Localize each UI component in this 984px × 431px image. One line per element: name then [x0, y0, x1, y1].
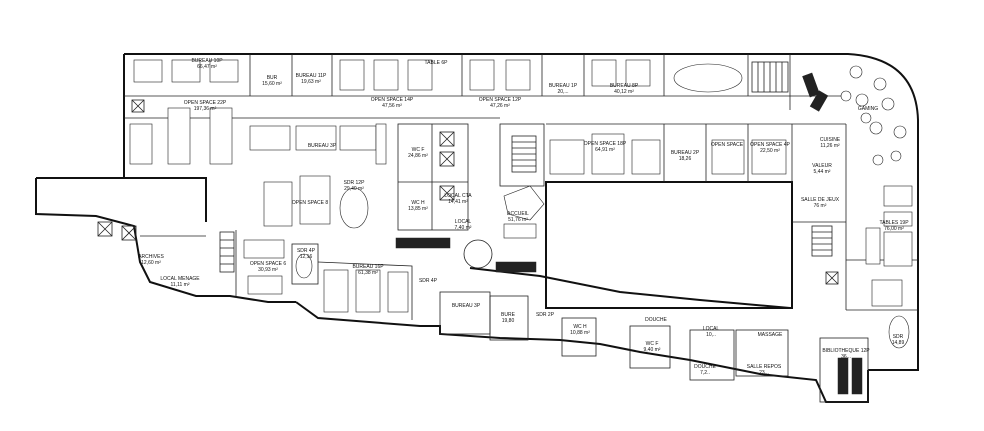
- label-table-6p: TABLE 6P: [425, 60, 449, 66]
- label-sdr-4p-b: SDR 4P: [419, 278, 438, 284]
- meeting-tables: [295, 63, 910, 349]
- lift-shafts: [97, 99, 839, 285]
- label-gaming: GAMING: [858, 106, 878, 112]
- gaming-seats: [802, 65, 907, 166]
- label-bureau-3p-b: BUREAU 3P: [452, 303, 481, 309]
- label-douche: DOUCHE: [645, 317, 667, 323]
- label-open-space-8: OPEN SPACE 8: [292, 200, 329, 206]
- label-open-space-mid: OPEN SPACE: [711, 142, 744, 148]
- label-bureau-3p: BUREAU 3P: [308, 143, 337, 149]
- label-sdr-2p: SDR 2P: [536, 312, 555, 318]
- outer-walls: [35, 53, 919, 403]
- label-massage: MASSAGE: [758, 332, 783, 338]
- stairs: [219, 61, 833, 273]
- desk-rows: [129, 59, 913, 395]
